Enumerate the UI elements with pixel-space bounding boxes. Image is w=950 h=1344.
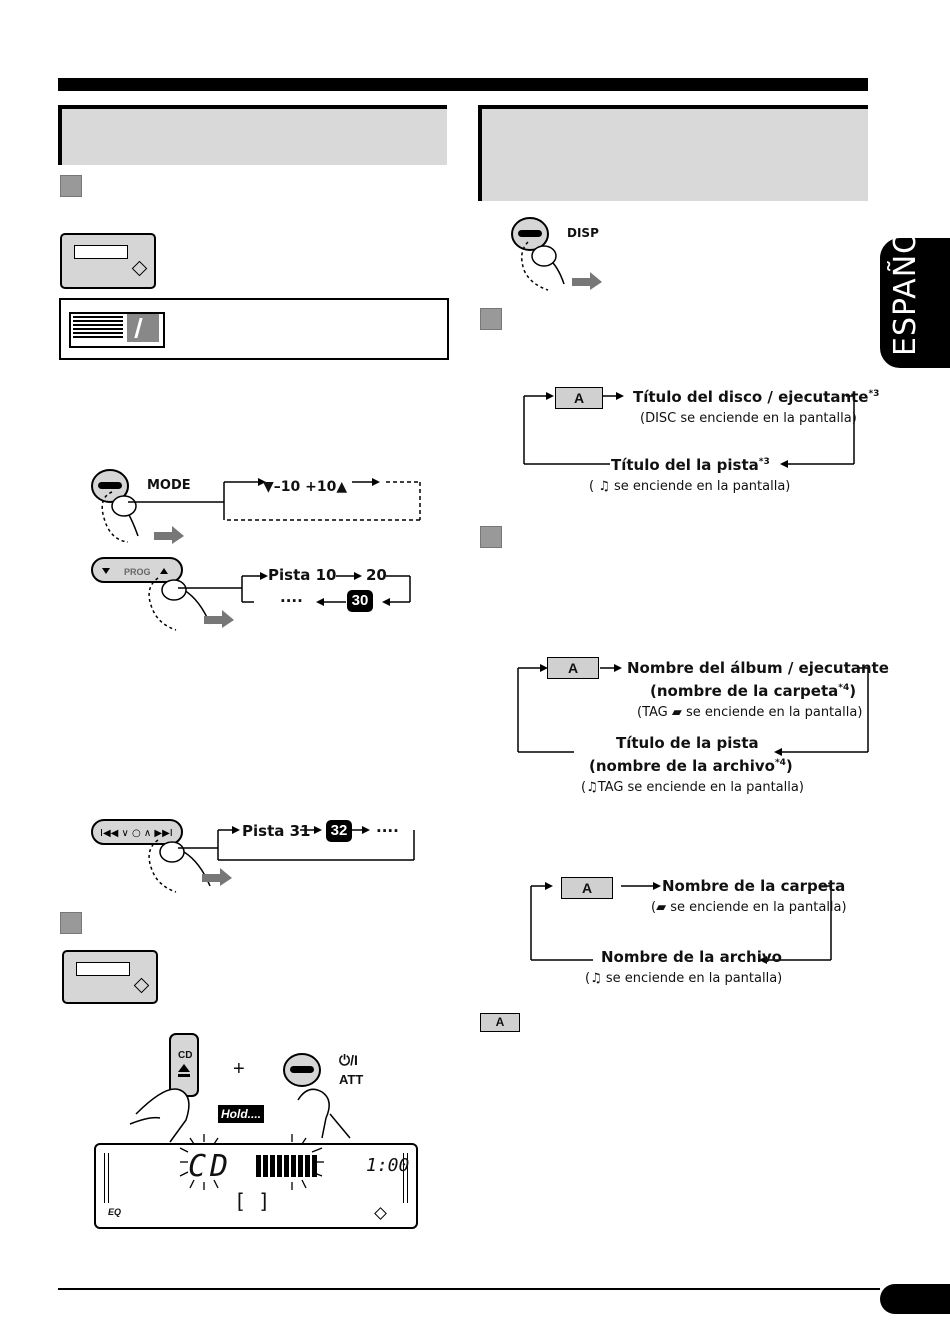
track-seq-second: 20 bbox=[366, 566, 387, 584]
folder-cycle-item2: Nombre de la archivo bbox=[601, 948, 782, 966]
mp3-cycle-item1-note: (TAG ▰ se enciende en la pantalla) bbox=[637, 705, 863, 720]
cd-changer-icon bbox=[69, 312, 165, 348]
lcd-dot-matrix bbox=[256, 1155, 318, 1177]
lcd-time: 1:00 bbox=[366, 1155, 410, 1176]
cd-cycle-lines bbox=[523, 392, 855, 468]
mp3-cycle-item2b: (nombre de la archivo bbox=[589, 757, 775, 775]
eject-button-label[interactable]: CD bbox=[178, 1050, 193, 1061]
language-tab-label: ESPAÑOL bbox=[888, 211, 923, 356]
folder-cycle-item1: Nombre de la carpeta bbox=[662, 877, 846, 895]
folder-cycle-lines bbox=[530, 882, 832, 964]
skip-seq-dots: ···· bbox=[376, 822, 399, 840]
mp3-cycle-item2b-sup: *4 bbox=[774, 758, 786, 768]
folder-cycle-key: A bbox=[561, 877, 613, 899]
mp3-cycle-item1b-close: ) bbox=[849, 682, 857, 700]
cd-cycle-key: A bbox=[555, 387, 603, 409]
remote-device-icon-2 bbox=[62, 950, 158, 1004]
power-button-label[interactable]: ⏻/I bbox=[339, 1052, 358, 1068]
track-seq-first: Pista 10 bbox=[268, 566, 337, 584]
prog-button-diagram bbox=[91, 557, 411, 631]
mp3-cycle-lines bbox=[517, 664, 869, 756]
cd-cycle-item2-note: ( ♫ se enciende en la pantalla) bbox=[589, 479, 791, 494]
bottom-rule bbox=[58, 1288, 880, 1290]
folder-cycle-item1-note: (▰ se enciende en la pantalla) bbox=[651, 900, 847, 915]
lcd-sub-text: [ ] bbox=[234, 1189, 271, 1213]
mp3-cycle-item2b-close: ) bbox=[785, 757, 793, 775]
mp3-cycle-key: A bbox=[547, 657, 599, 679]
lcd-display: CD [ ] 1:00 EQ bbox=[94, 1143, 418, 1229]
top-rule bbox=[58, 78, 868, 91]
cd-cycle-item1-note: (DISC se enciende en la pantalla) bbox=[640, 411, 857, 426]
svg-text:I◀◀ ∨ ○ ∧ ▶▶I: I◀◀ ∨ ○ ∧ ▶▶I bbox=[100, 828, 173, 839]
track-seq-dots: ···· bbox=[280, 592, 303, 610]
language-tab: ESPAÑOL bbox=[880, 212, 950, 368]
prog-button-label[interactable]: PROG bbox=[124, 567, 151, 577]
track-seq-third: 30 bbox=[347, 590, 373, 612]
att-label: ATT bbox=[339, 1072, 364, 1087]
lcd-blink-rays bbox=[179, 1134, 324, 1190]
note-box bbox=[59, 298, 449, 360]
mode-button-label[interactable]: MODE bbox=[147, 478, 191, 493]
skip-button-diagram: I◀◀ ∨ ○ ∧ ▶▶I bbox=[91, 819, 415, 893]
lcd-diamond-icon bbox=[374, 1207, 387, 1220]
section-header-left bbox=[58, 105, 447, 165]
page-number-tab bbox=[880, 1284, 950, 1314]
mode-button-diagram bbox=[91, 469, 421, 544]
step-marker-2 bbox=[60, 912, 82, 934]
folder-cycle-item2-note: (♫ se enciende en la pantalla) bbox=[585, 971, 783, 986]
mp3-cycle-item2a: Título de la pista bbox=[616, 734, 759, 752]
disp-button-label[interactable]: DISP bbox=[567, 226, 599, 240]
disp-button-diagram bbox=[511, 217, 602, 291]
hold-badge: Hold.... bbox=[218, 1105, 264, 1123]
lcd-eq: EQ bbox=[108, 1207, 122, 1217]
cd-cycle-item2: Título del la pista bbox=[611, 456, 759, 474]
section-header-right bbox=[478, 105, 868, 201]
reset-diagram bbox=[129, 1033, 351, 1143]
cd-cycle-item1: Título del disco / ejecutante bbox=[633, 388, 869, 406]
step-marker-1 bbox=[60, 175, 82, 197]
lcd-main-text: CD bbox=[188, 1149, 233, 1184]
mp3-cycle-item1b: (nombre de la carpeta bbox=[650, 682, 839, 700]
plus-sign: + bbox=[233, 1058, 245, 1080]
mp3-cycle-item2-note: (♫TAG se enciende en la pantalla) bbox=[581, 780, 804, 795]
remote-device-icon bbox=[60, 233, 156, 289]
mode-cycle-label: ▼–10 +10▲ bbox=[263, 479, 348, 495]
step-marker-4 bbox=[480, 526, 502, 548]
mp3-cycle-item1a: Nombre del álbum / ejecutante bbox=[627, 659, 889, 677]
legend-key: A bbox=[480, 1013, 520, 1032]
step-marker-3 bbox=[480, 308, 502, 330]
cd-cycle-item2-sup: *3 bbox=[758, 457, 770, 467]
skip-seq-second: 32 bbox=[326, 820, 352, 842]
skip-seq-first: Pista 31 bbox=[242, 822, 311, 840]
mp3-cycle-item1b-sup: *4 bbox=[838, 683, 850, 693]
cd-cycle-item1-sup: *3 bbox=[868, 389, 880, 399]
